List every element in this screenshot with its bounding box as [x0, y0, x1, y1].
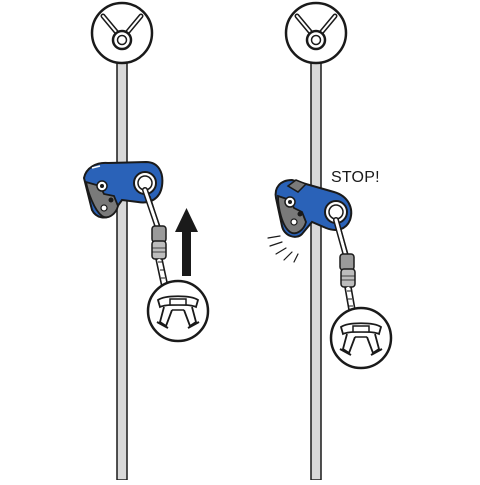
right-rope	[310, 49, 322, 481]
left-rope	[116, 49, 128, 481]
stop-label: STOP!	[331, 169, 380, 186]
right-rope-grab-device	[274, 178, 353, 238]
right-panel	[267, 1, 393, 481]
right-anchor-ring-icon	[284, 1, 348, 65]
left-panel	[82, 1, 210, 481]
right-lanyard	[333, 217, 356, 311]
right-harness-icon	[329, 306, 393, 370]
up-arrow-icon	[175, 208, 198, 276]
left-rope-grab-device	[82, 160, 164, 219]
left-anchor-ring-icon	[90, 1, 154, 65]
motion-lines-icon	[267, 235, 299, 263]
left-harness-icon	[146, 279, 210, 343]
left-lanyard	[142, 187, 169, 288]
